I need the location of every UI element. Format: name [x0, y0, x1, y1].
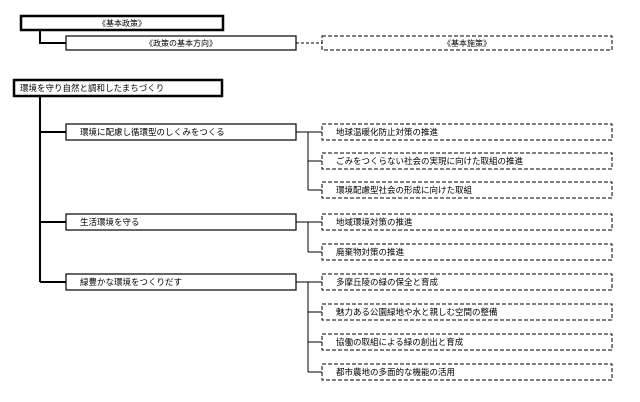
direction-label-3: 緑豊かな環境をつくりだす [80, 277, 182, 288]
measure-label: ごみをつくらない社会の実現に向けた取組の推進 [336, 156, 524, 167]
direction-box-3 [65, 273, 297, 291]
measure-label: 都市農地の多面的な機能の活用 [336, 367, 455, 378]
legend-basic-policy-label: 《基本政策》 [98, 18, 146, 28]
measures-group-3: 多摩丘陵の緑の保全と育成 魅力ある公園緑地や水と親しむ空間の整備 協働の取組によ… [321, 273, 613, 381]
measure-box [321, 213, 613, 231]
legend-basic-policy-box [19, 14, 225, 32]
measure-label: 地球温暖化防止対策の推進 [336, 127, 439, 138]
basic-policy-box [12, 78, 224, 98]
measure-box [321, 273, 613, 291]
policy-tree: 環境を守り自然と調和したまちづくり 環境に配慮し循環型のしくみをつくる 生活環境… [12, 78, 613, 381]
legend-policy-direction-label: 《政策の基本方向》 [145, 38, 217, 48]
legend-basic-measures-box [321, 35, 613, 51]
measure-box [321, 181, 613, 199]
basic-policy-title: 環境を守り自然と調和したまちづくり [20, 83, 164, 94]
measure-label: 多摩丘陵の緑の保全と育成 [336, 277, 439, 288]
measure-box [321, 333, 613, 351]
measure-box [321, 243, 613, 261]
measure-box [321, 152, 613, 170]
measures-group-2: 地域環境対策の推進 廃棄物対策の推進 [321, 213, 613, 261]
measure-label: 協働の取組による緑の創出と育成 [336, 337, 464, 348]
measure-box [321, 363, 613, 381]
measure-label: 廃棄物対策の推進 [336, 247, 405, 258]
direction-box-2 [65, 213, 297, 231]
measure-box [321, 123, 613, 141]
legend: 《基本政策》 《政策の基本方向》 《基本施策》 [19, 14, 613, 51]
measure-box [321, 303, 613, 321]
measure-label: 環境配慮型社会の形成に向けた取組 [336, 185, 473, 196]
measure-label: 地域環境対策の推進 [336, 217, 413, 228]
direction-label-2: 生活環境を守る [80, 217, 140, 228]
direction-label-1: 環境に配慮し循環型のしくみをつくる [80, 127, 225, 138]
legend-basic-measures-label: 《基本施策》 [443, 38, 491, 48]
direction-box-1 [65, 123, 297, 141]
measures-group-1: 地球温暖化防止対策の推進 ごみをつくらない社会の実現に向けた取組の推進 環境配慮… [321, 123, 613, 199]
measure-label: 魅力ある公園緑地や水と親しむ空間の整備 [336, 307, 498, 318]
legend-connector-1 [39, 30, 66, 44]
